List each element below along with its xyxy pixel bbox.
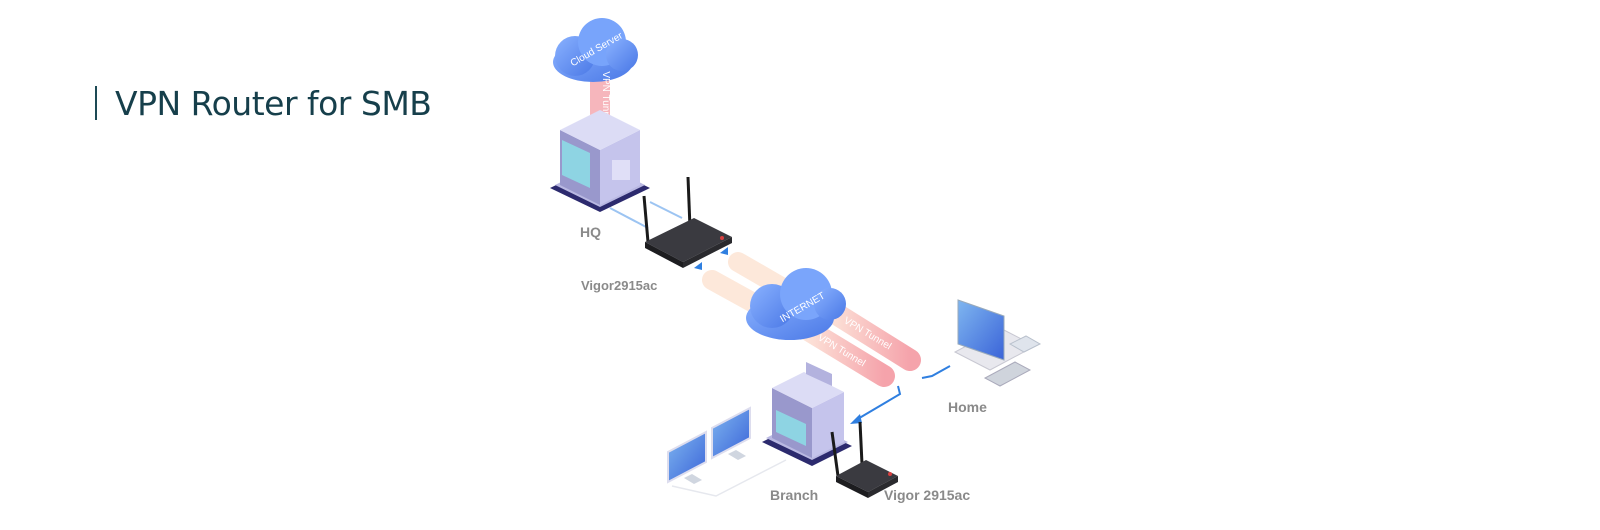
branch-monitors-icon (667, 406, 787, 497)
hq-label: HQ (580, 224, 601, 240)
hq-lan-link (609, 207, 649, 229)
title-block: VPN Router for SMB (95, 83, 432, 123)
branch-label: Branch (770, 487, 818, 503)
home-link (921, 365, 951, 379)
hq-router-icon (642, 176, 732, 268)
internet-cloud-icon: INTERNET (746, 268, 846, 340)
arrow-icon (694, 262, 702, 270)
hq-router-label: Vigor2915ac (581, 278, 657, 293)
home-laptop-icon (953, 299, 1042, 387)
branch-router-label: Vigor 2915ac (884, 487, 970, 503)
home-label: Home (948, 399, 987, 415)
branch-building-icon (762, 362, 852, 466)
arrow-icon (720, 247, 728, 255)
page-title: VPN Router for SMB (115, 83, 432, 123)
branch-router-icon (830, 421, 898, 498)
hq-building-icon (550, 110, 650, 212)
branch-link (855, 385, 902, 421)
arrow-icon (850, 414, 862, 424)
cloud-tunnel-label: VPN Tunnel (600, 71, 611, 124)
